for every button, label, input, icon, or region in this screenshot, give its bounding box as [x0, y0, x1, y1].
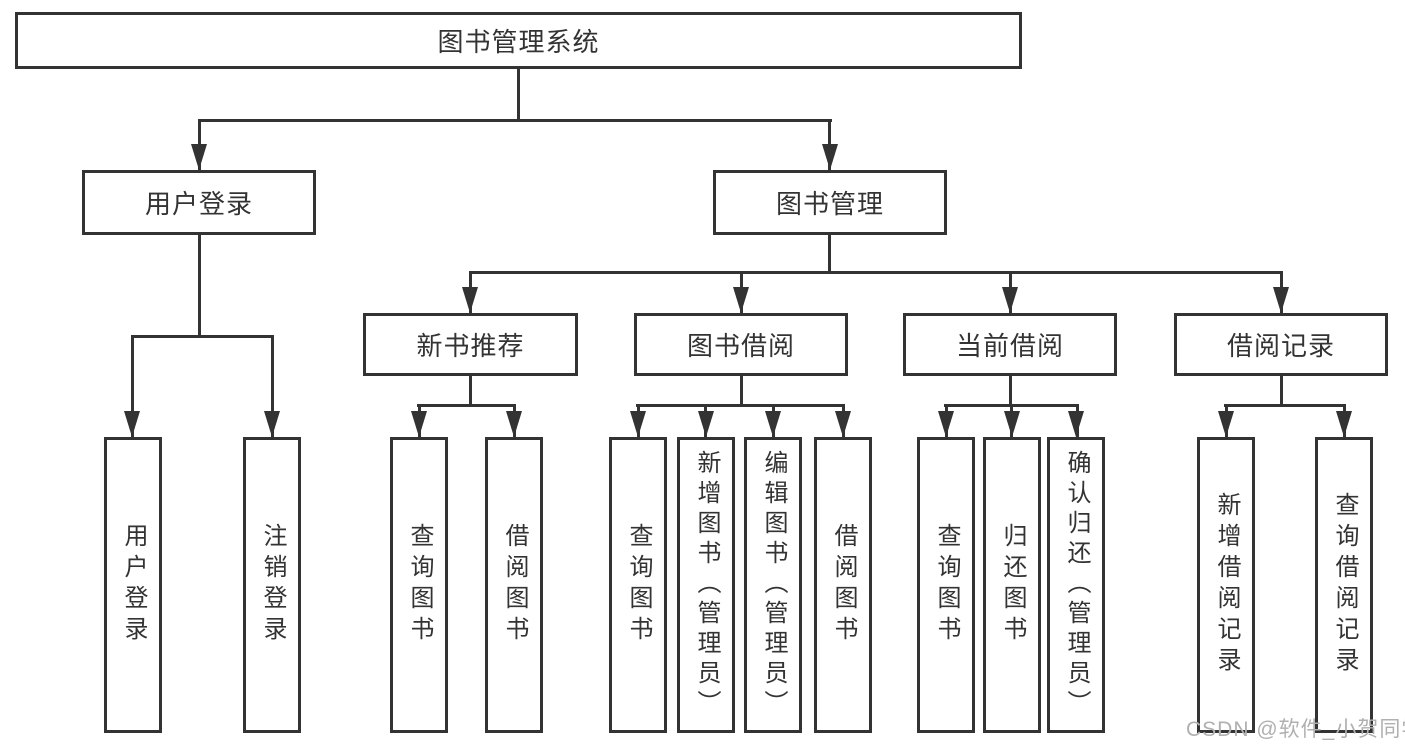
node-label: 借阅记录	[1226, 331, 1335, 361]
arrow-down-icon	[938, 411, 954, 437]
arrow-down-icon	[733, 287, 749, 313]
arrow-down-icon	[835, 411, 851, 437]
connector-line	[469, 376, 472, 407]
arrow-down-icon	[1218, 411, 1234, 437]
leaf-query-books-recommend: 查询图书	[390, 437, 448, 733]
arrow-down-icon	[506, 411, 522, 437]
arrow-down-icon	[191, 144, 207, 170]
arrow-down-icon	[124, 411, 140, 437]
leaf-borrow-books-recommend: 借阅图书	[485, 437, 543, 733]
csdn-watermark: CSDN @软件_小贺同学	[1186, 718, 1405, 741]
arrow-down-icon	[630, 411, 646, 437]
leaf-confirm-return-admin: 确认归还（管理员）	[1047, 437, 1105, 733]
node-label: 新增图书（管理员）	[693, 450, 720, 720]
connector-line	[469, 271, 1283, 274]
node-label: 当前借阅	[955, 331, 1064, 361]
leaf-add-books-admin: 新增图书（管理员）	[677, 437, 735, 733]
node-label: 查询图书	[406, 523, 433, 647]
connector-line	[198, 119, 832, 122]
node-label: 归还图书	[999, 523, 1026, 647]
node-label: 图书借阅	[686, 331, 795, 361]
connector-line	[636, 404, 845, 407]
connector-line	[198, 235, 201, 335]
connector-line	[271, 335, 274, 437]
node-label: 新增借阅记录	[1213, 492, 1240, 678]
connector-line	[1280, 376, 1283, 407]
node-label: 新书推荐	[416, 331, 525, 361]
leaf-user-login: 用户登录	[104, 437, 162, 733]
node-label: 查询图书	[625, 523, 652, 647]
connector-line	[417, 404, 516, 407]
arrow-down-icon	[1002, 287, 1018, 313]
arrow-down-icon	[1336, 411, 1352, 437]
node-current-borrowing: 当前借阅	[903, 313, 1117, 376]
node-user-login-branch: 用户登录	[82, 170, 316, 235]
connector-line	[828, 235, 831, 274]
node-label: 借阅图书	[830, 523, 857, 647]
arrow-down-icon	[698, 411, 714, 437]
node-label: 查询借阅记录	[1331, 492, 1358, 678]
arrow-down-icon	[264, 411, 280, 437]
node-label: 用户登录	[120, 523, 147, 647]
arrow-down-icon	[822, 144, 838, 170]
arrow-down-icon	[462, 287, 478, 313]
arrow-down-icon	[411, 411, 427, 437]
connector-line	[131, 335, 134, 437]
connector-line	[517, 69, 520, 121]
leaf-add-borrow-record: 新增借阅记录	[1197, 437, 1255, 733]
node-label: 用户登录	[144, 189, 253, 219]
node-label: 图书管理	[775, 189, 884, 219]
node-book-management-branch: 图书管理	[713, 170, 947, 235]
connector-line	[131, 335, 274, 338]
leaf-logout: 注销登录	[243, 437, 301, 733]
leaf-query-books-current: 查询图书	[917, 437, 975, 733]
node-label: 图书管理系统	[437, 27, 600, 57]
node-borrowing-records: 借阅记录	[1174, 313, 1388, 376]
connector-line	[1009, 376, 1012, 407]
node-label: 借阅图书	[501, 523, 528, 647]
leaf-return-books: 归还图书	[983, 437, 1041, 733]
connector-line	[1224, 404, 1346, 407]
node-root-library-system: 图书管理系统	[15, 12, 1022, 69]
node-new-book-recommend: 新书推荐	[363, 313, 578, 376]
leaf-query-borrow-record: 查询借阅记录	[1315, 437, 1373, 733]
leaf-edit-books-admin: 编辑图书（管理员）	[744, 437, 802, 733]
arrow-down-icon	[1068, 411, 1084, 437]
leaf-borrow-books: 借阅图书	[814, 437, 872, 733]
arrow-down-icon	[1273, 287, 1289, 313]
arrow-down-icon	[1004, 411, 1020, 437]
node-label: 查询图书	[933, 523, 960, 647]
connector-line	[740, 376, 743, 407]
leaf-query-books-borrowing: 查询图书	[609, 437, 667, 733]
node-label: 注销登录	[259, 523, 286, 647]
node-label: 编辑图书（管理员）	[760, 450, 787, 720]
node-label: 确认归还（管理员）	[1063, 450, 1090, 720]
arrow-down-icon	[765, 411, 781, 437]
node-book-borrowing: 图书借阅	[634, 313, 848, 376]
